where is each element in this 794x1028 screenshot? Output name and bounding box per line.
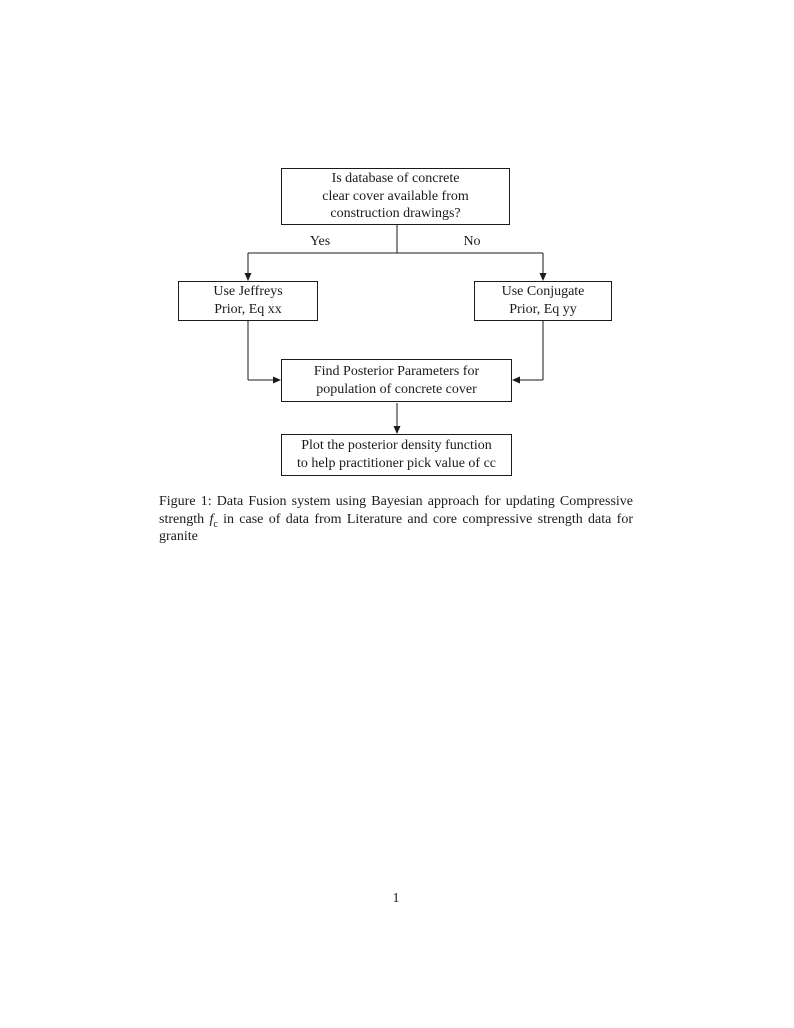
box-line: construction drawings? [330, 206, 461, 222]
box-line: to help practitioner pick value of cc [296, 456, 497, 471]
arrowhead-yes [244, 273, 252, 281]
box-line: Find Posterior Parameters for [313, 363, 480, 379]
box-line: population of concrete cover [316, 381, 477, 397]
figure-caption: Figure 1: Data Fusion system using Bayes… [159, 493, 633, 546]
branch-label-no: No [463, 234, 481, 249]
caption-math-symbol: f [209, 511, 214, 527]
arrowhead-no [539, 273, 547, 281]
box-line: Prior, Eq xx [214, 302, 282, 317]
caption-text-prefix: Figure 1: Data Fusion system using Bayes… [159, 494, 633, 527]
box-line: Is database of concrete [331, 171, 460, 187]
arrowhead-right-to-mid [512, 376, 520, 384]
caption-math-subscript: c [213, 518, 218, 530]
flowchart-box-conjugate-prior: Use Conjugate Prior, Eq yy [474, 281, 612, 321]
page-number: 1 [392, 891, 400, 906]
box-line: clear cover available from [322, 188, 469, 204]
arrowhead-mid-to-bottom [393, 426, 401, 434]
flowchart-box-plot-density: Plot the posterior density function to h… [281, 434, 512, 476]
caption-text-suffix: in case of data from Literature and core… [159, 511, 634, 545]
box-line: Prior, Eq yy [509, 302, 577, 317]
box-line: Plot the posterior density function [301, 438, 492, 453]
flowchart-box-question: Is database of concrete clear cover avai… [281, 168, 510, 225]
branch-label-yes: Yes [309, 234, 331, 249]
flowchart-box-posterior-parameters: Find Posterior Parameters for population… [281, 359, 512, 402]
arrowhead-left-to-mid [273, 376, 281, 384]
flowchart-box-jeffreys-prior: Use Jeffreys Prior, Eq xx [178, 281, 318, 321]
box-line: Use Jeffreys [213, 284, 283, 299]
box-line: Use Conjugate [501, 284, 585, 299]
